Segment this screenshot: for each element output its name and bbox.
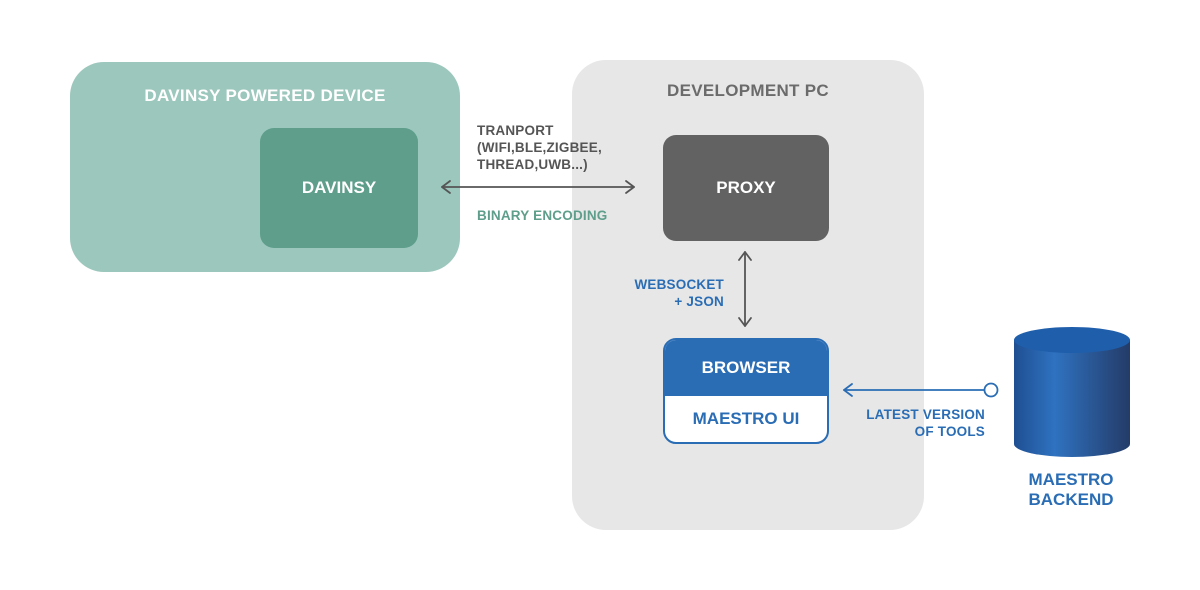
maestro-backend-label: MAESTRO BACKEND bbox=[1010, 470, 1132, 510]
maestro-backend-label-line: MAESTRO bbox=[1028, 470, 1114, 489]
latest-version-label-line: LATEST VERSION bbox=[866, 407, 985, 422]
transport-arrow bbox=[441, 180, 635, 194]
browser-header-label: BROWSER bbox=[701, 358, 791, 377]
development-pc-title: DEVELOPMENT PC bbox=[667, 81, 829, 100]
transport-label-line: THREAD,UWB...) bbox=[477, 157, 588, 172]
browser-node: BROWSER MAESTRO UI bbox=[663, 338, 829, 444]
maestro-ui-label: MAESTRO UI bbox=[692, 409, 800, 428]
websocket-arrow bbox=[738, 251, 752, 327]
transport-label-line: (WIFI,BLE,ZIGBEE, bbox=[477, 140, 602, 155]
transport-label-line: TRANPORT bbox=[477, 123, 554, 138]
browser-header: BROWSER bbox=[665, 340, 827, 396]
davinsy-node: DAVINSY bbox=[260, 128, 418, 248]
websocket-label: WEBSOCKET + JSON bbox=[610, 276, 724, 310]
transport-label: TRANPORT (WIFI,BLE,ZIGBEE, THREAD,UWB...… bbox=[477, 122, 602, 173]
latest-version-arrow bbox=[843, 382, 999, 398]
database-cylinder-icon bbox=[1014, 327, 1130, 457]
latest-version-label-line: OF TOOLS bbox=[914, 424, 985, 439]
latest-version-label: LATEST VERSION OF TOOLS bbox=[843, 406, 985, 440]
proxy-node: PROXY bbox=[663, 135, 829, 241]
device-panel-title: DAVINSY POWERED DEVICE bbox=[144, 86, 386, 105]
binary-encoding-label: BINARY ENCODING bbox=[477, 208, 608, 223]
davinsy-label: DAVINSY bbox=[301, 178, 377, 197]
proxy-label: PROXY bbox=[716, 178, 776, 197]
websocket-label-line: + JSON bbox=[674, 294, 724, 309]
maestro-backend-label-line: BACKEND bbox=[1028, 490, 1114, 509]
maestro-ui-section: MAESTRO UI bbox=[665, 396, 827, 442]
websocket-label-line: WEBSOCKET bbox=[634, 277, 724, 292]
